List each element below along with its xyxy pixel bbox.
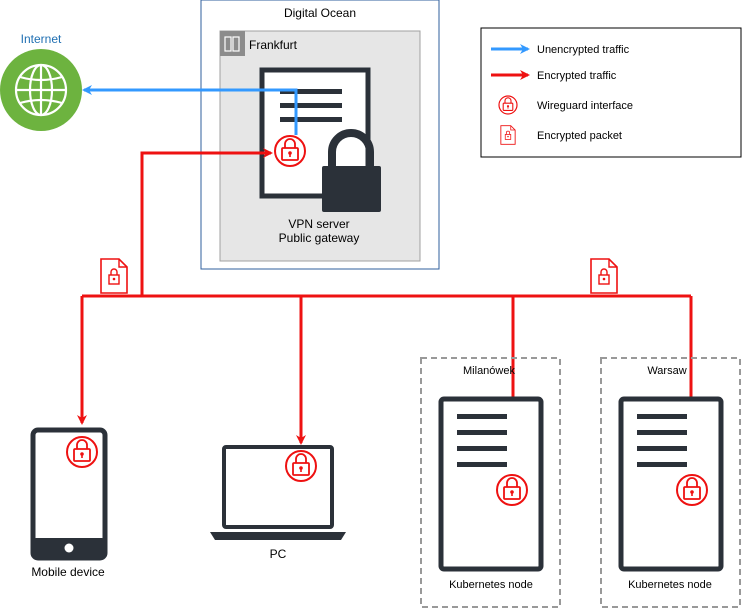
- internet-label: Internet: [21, 32, 62, 46]
- pc-label: PC: [270, 547, 287, 561]
- region-label: Frankfurt: [249, 38, 298, 52]
- unencrypted-traffic-line: [82, 85, 298, 135]
- wireguard-interface-icon: [496, 474, 528, 506]
- kubernetes-node-label: Kubernetes node: [449, 579, 533, 591]
- site-warsaw: Warsaw Kubernetes node: [600, 357, 741, 608]
- vpn-gateway-label: Public gateway: [279, 231, 360, 245]
- wireguard-interface-icon: [285, 450, 317, 482]
- mobile-label: Mobile device: [31, 565, 105, 579]
- kubernetes-node-label: Kubernetes node: [628, 579, 712, 591]
- wireguard-interface-icon: [66, 436, 98, 468]
- legend-wireguard-label: Wireguard interface: [537, 100, 633, 112]
- legend-unencrypted-label: Unencrypted traffic: [537, 44, 630, 56]
- cloud-provider-label: Digital Ocean: [284, 6, 356, 20]
- site-label: Warsaw: [647, 365, 686, 377]
- legend: Unencrypted traffic Encrypted traffic Wi…: [480, 27, 742, 158]
- locked-file-icon: [500, 125, 516, 145]
- encrypted-packet-icon: [100, 258, 128, 294]
- vpn-server-label: VPN server: [288, 217, 349, 231]
- encrypted-packet-icon: [590, 258, 618, 294]
- region-icon: [220, 31, 245, 56]
- globe-icon: [0, 49, 82, 131]
- smartphone-icon: [30, 427, 108, 561]
- site-label: Milanówek: [463, 365, 515, 377]
- uplink-to-vpn-line: [140, 148, 273, 296]
- laptop-icon: [210, 445, 346, 540]
- lock-circle-icon: [498, 95, 518, 115]
- wireguard-interface-icon: [676, 474, 708, 506]
- legend-encrypted-label: Encrypted traffic: [537, 70, 617, 82]
- site-milanowek: Milanówek Kubernetes node: [420, 357, 561, 608]
- legend-packet-label: Encrypted packet: [537, 130, 622, 142]
- document-lock-icon: [259, 67, 381, 212]
- wireguard-interface-icon: [274, 135, 306, 167]
